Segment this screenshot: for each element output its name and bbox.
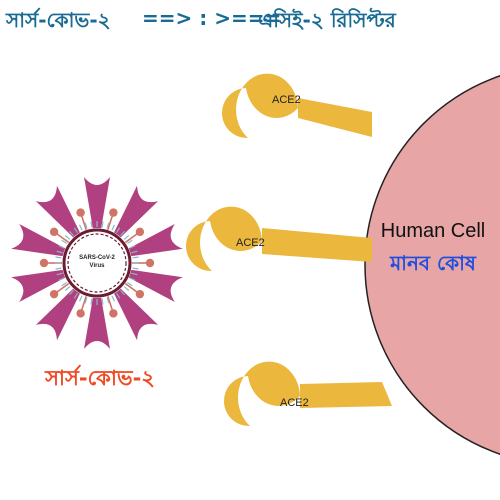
virus-bulb-stalk (80, 295, 88, 311)
virus-membrane-tick (123, 286, 130, 291)
virus-membrane-tick (90, 298, 93, 305)
virus-membrane-tick (73, 227, 79, 234)
virus-spike (128, 269, 183, 302)
virus-bulb-stalk (80, 215, 88, 231)
virus-spike (35, 288, 81, 341)
header-virus-label: সার্স-কোভ-২ (6, 8, 111, 32)
virus-membrane-tick (106, 222, 110, 229)
virus-membrane-tick (131, 250, 138, 254)
virus-membrane-tick (79, 295, 83, 302)
virus-label-line2: Virus (89, 263, 105, 269)
virus-membrane-tick (115, 292, 121, 299)
virus-bulb (76, 309, 85, 318)
virus-membrane-tick (111, 224, 115, 231)
virus-label-line1: SARS-CoV-2 (79, 255, 115, 261)
virus-bulb-stalk (56, 282, 70, 294)
virus-membrane-tick (58, 277, 65, 281)
virus-membrane-tick (126, 281, 133, 287)
human-cell (364, 75, 500, 455)
virus-bulb (135, 289, 145, 299)
virus-label-bn: সার্স-কোভ-২ (45, 366, 155, 390)
human-cell-label: Human Cell মানব কোষ (366, 220, 500, 282)
virus-bulb (39, 258, 49, 268)
virus-inner-ring (67, 233, 127, 293)
virus-bulb (49, 227, 59, 237)
virus-membrane-tick (129, 277, 136, 281)
ace2-receptor-1 (221, 73, 372, 139)
virus-spike (113, 185, 159, 238)
virus-spike (84, 177, 110, 229)
virus-membrane-tick (132, 267, 139, 270)
ace2-receptor-2 (185, 206, 372, 272)
virus-membrane-tick (129, 245, 136, 249)
virus-membrane-tick (132, 256, 139, 259)
virus-spike (128, 224, 183, 257)
virus-bulb-stalk (106, 295, 114, 311)
header-receptor-label: এসিই-২ রিসিপ্টর (258, 8, 396, 32)
virus-membrane-tick (120, 230, 125, 237)
virus-membrane-tick (64, 235, 71, 240)
virus-bulb (109, 309, 118, 318)
virus-spike (35, 185, 81, 238)
virus-membrane-tick (101, 221, 104, 228)
human-cell-label-bn: মানব কোষ (390, 251, 476, 275)
virus-membrane-tick (106, 297, 110, 304)
virus-outer-membrane (62, 228, 132, 298)
virus-bulb-stalk (124, 232, 138, 244)
virus-membrane-tick (84, 222, 88, 229)
sars-cov-2-virus (11, 177, 183, 349)
virus-membrane-tick (115, 227, 121, 234)
virus-membrane-tick (123, 235, 130, 240)
virus-bulb-stalk (106, 215, 114, 231)
virus-membrane-tick (55, 256, 62, 259)
virus-membrane-tick (56, 250, 63, 254)
virus-membrane-tick (58, 245, 65, 249)
header-arrow: ==> : >=== (142, 6, 282, 30)
virus-bulb (135, 227, 145, 237)
virus-membrane-tick (64, 286, 71, 291)
virus-membrane-tick (101, 298, 104, 305)
virus-membrane-tick (131, 272, 138, 276)
virus-membrane-tick (61, 281, 68, 287)
virus-membrane-tick (56, 272, 63, 276)
virus-membrane-tick (69, 289, 74, 296)
virus-membrane-ring (62, 228, 132, 298)
virus-spike (11, 269, 66, 302)
ace2-label-3: ACE2 (280, 397, 309, 409)
virus-bulb-stalk (56, 232, 70, 244)
virus-membrane-tick (69, 230, 74, 237)
virus-inner-label: SARS-CoV-2 Virus (70, 254, 124, 270)
virus-bulb-stalk (124, 282, 138, 294)
virus-membrane-tick (79, 224, 83, 231)
ace2-receptor-3 (223, 361, 392, 427)
virus-bulb (109, 208, 118, 217)
virus-spike (113, 288, 159, 341)
virus-bulb (76, 208, 85, 217)
virus-bulb-proteins (39, 208, 155, 318)
virus-bulb (49, 289, 59, 299)
virus-membrane-tick (55, 267, 62, 270)
virus-membrane-tick (61, 239, 68, 245)
virus-spike (11, 224, 66, 257)
virus-membrane-tick (111, 295, 115, 302)
header-title: সার্স-কোভ-২ ==> : >=== এসিই-২ রিসিপ্টর (0, 4, 420, 34)
human-cell-label-en: Human Cell (380, 220, 486, 242)
ace2-label-2: ACE2 (236, 237, 265, 249)
virus-membrane-tick (84, 297, 88, 304)
virus-membrane-tick (90, 221, 93, 228)
virus-spikes (11, 177, 183, 349)
ace2-label-1: ACE2 (272, 94, 301, 106)
virus-membrane-tick (120, 289, 125, 296)
virus-membrane-proteins (55, 221, 139, 305)
virus-bulb (145, 258, 155, 268)
virus-spike (84, 297, 110, 349)
virus-membrane-tick (126, 239, 133, 245)
virus-membrane-tick (73, 292, 79, 299)
